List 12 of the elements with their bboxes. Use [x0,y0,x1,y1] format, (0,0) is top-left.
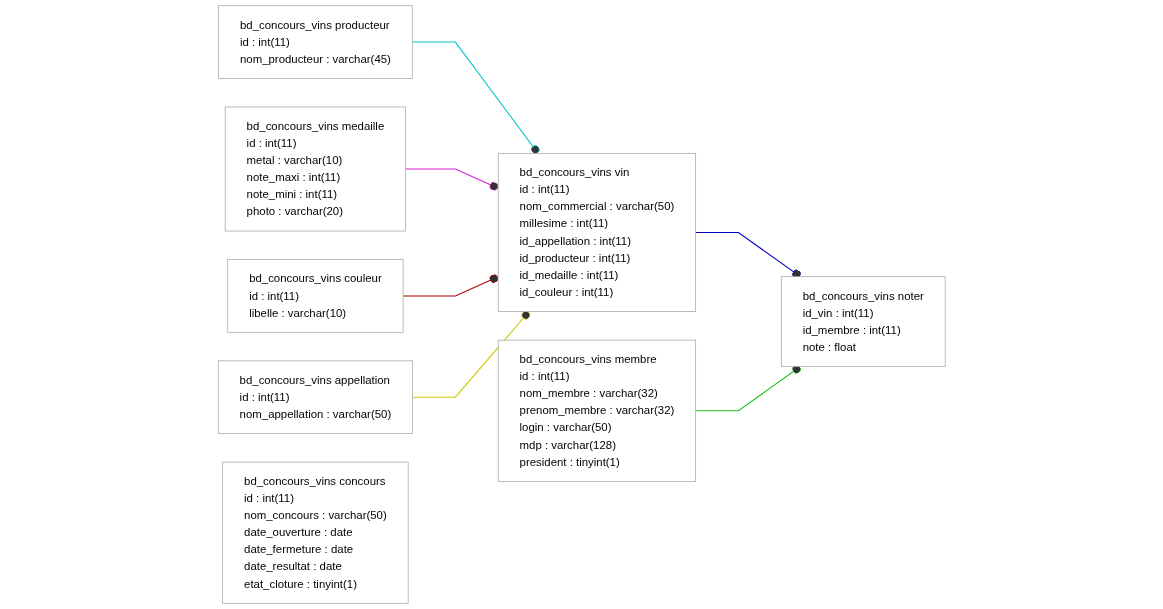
node-box: bd_concours_vins vin id : int(11) nom_commercial : varchar(50) millesime : int(11) id_appellation : int(11) id_producteur : int(11) id_medaille : int(11) id_couleur : int(11) [497,152,696,312]
node-box: bd_concours_vins membre id : int(11) nom_membre : varchar(32) prenom_membre : varchar(32) login : varchar(50) mdp : varchar(128) president : tinyint(1) [497,339,696,482]
node-box: bd_concours_vins couleur id : int(11) libelle : varchar(10) [227,259,404,333]
connector [411,310,530,398]
node-box: bd_concours_vins appellation id : int(11) nom_appellation : varchar(50) [217,360,413,434]
node-box: bd_concours_vins medaille id : int(11) metal : varchar(10) note_maxi : int(11) note_mini : int(11) photo : varchar(20) [224,106,406,232]
connector [402,274,499,297]
connector [404,168,499,191]
connector [411,41,540,154]
node-box: bd_concours_vins concours id : int(11) nom_concours : varchar(50) date_ouverture : date date_fermeture : date date_resultat : date etat_cloture : tinyint(1) [222,461,409,604]
node-box: bd_concours_vins producteur id : int(11) nom_producteur : varchar(45) [217,5,413,79]
node-box: bd_concours_vins noter id_vin : int(11) id_membre : int(11) note : float [780,276,946,367]
